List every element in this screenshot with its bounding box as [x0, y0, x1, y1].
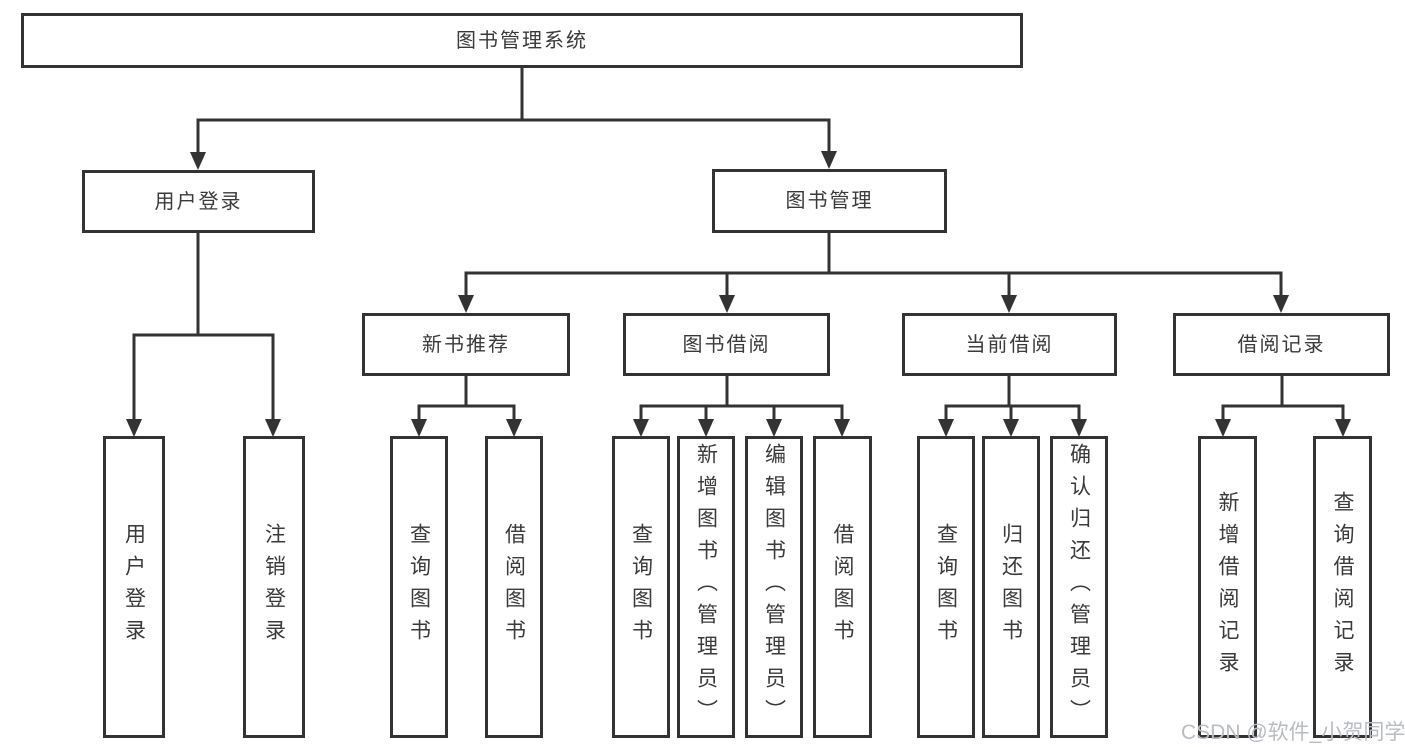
node-label: 查询图书	[934, 523, 958, 651]
node-label: 查询借阅记录	[1331, 491, 1354, 683]
node-add-borrow-record: 新增借阅记录	[1198, 436, 1257, 738]
node-label: 查询图书	[407, 523, 431, 651]
node-user-login-leaf: 用户登录	[103, 436, 165, 738]
node-label: 用户登录	[122, 523, 146, 651]
node-query-borrow-record: 查询借阅记录	[1313, 436, 1372, 738]
node-query-books-1: 查询图书	[390, 436, 448, 738]
node-label: 新书推荐	[422, 333, 510, 356]
node-label: 图书借阅	[682, 333, 771, 356]
node-label: 图书管理	[785, 190, 874, 212]
node-label: 借阅图书	[502, 523, 526, 651]
node-edit-books-admin: 编辑图书（管理员）	[745, 436, 803, 738]
node-current-borrowing: 当前借阅	[902, 313, 1117, 376]
node-borrow-books-1: 借阅图书	[485, 436, 543, 738]
node-confirm-return-admin: 确认归还（管理员）	[1050, 436, 1108, 738]
node-label: 借阅记录	[1237, 333, 1326, 356]
node-label: 编辑图书（管理员）	[762, 443, 786, 731]
node-label: 当前借阅	[965, 333, 1054, 356]
node-query-books-2: 查询图书	[612, 436, 670, 738]
node-book-borrowing: 图书借阅	[623, 313, 830, 376]
node-label: 查询图书	[629, 523, 653, 651]
node-label: 图书管理系统	[456, 29, 588, 52]
watermark: CSDN @软件_小贺同学	[1181, 721, 1405, 744]
node-label: 用户登录	[154, 190, 243, 213]
node-new-book-recommend: 新书推荐	[362, 313, 570, 376]
node-query-books-3: 查询图书	[917, 436, 975, 738]
node-add-books-admin: 新增图书（管理员）	[677, 436, 735, 738]
node-library-management-system: 图书管理系统	[21, 13, 1023, 68]
node-borrow-books-2: 借阅图书	[813, 436, 872, 738]
node-label: 新增图书（管理员）	[694, 443, 718, 731]
node-label: 新增借阅记录	[1216, 491, 1239, 683]
node-logout: 注销登录	[243, 436, 305, 738]
node-label: 注销登录	[262, 523, 286, 651]
node-return-books: 归还图书	[982, 436, 1040, 738]
node-label: 确认归还（管理员）	[1067, 443, 1091, 731]
node-user-login: 用户登录	[82, 170, 315, 233]
node-book-management: 图书管理	[712, 169, 947, 233]
node-label: 借阅图书	[831, 523, 854, 651]
node-label: 归还图书	[999, 523, 1023, 651]
node-borrowing-records: 借阅记录	[1173, 313, 1390, 376]
